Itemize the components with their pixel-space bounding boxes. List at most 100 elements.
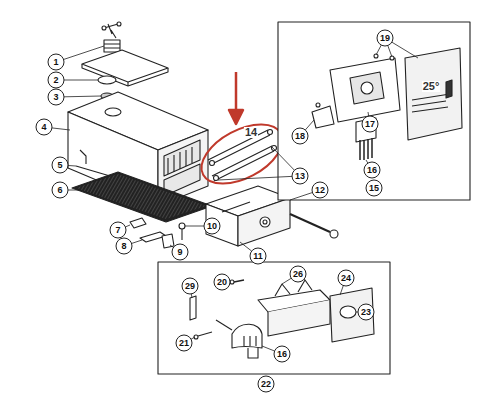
callout-number: 22	[261, 380, 271, 389]
leader-line	[191, 294, 193, 298]
leader-line	[132, 240, 142, 243]
callout-number: 8	[121, 242, 126, 251]
callout-number: 6	[57, 186, 62, 195]
leader-line	[64, 46, 104, 59]
callout-circle	[362, 116, 378, 132]
leader-lines	[52, 42, 418, 351]
callout-circle	[182, 278, 198, 294]
callout-circle	[377, 30, 393, 46]
callout-circle	[274, 346, 290, 362]
callout-circle	[176, 335, 192, 351]
lid-edge	[82, 64, 168, 86]
leader-line	[125, 225, 130, 227]
callout-number: 10	[207, 222, 217, 231]
callout-number: 1	[53, 58, 58, 67]
callout-circle	[172, 244, 188, 260]
spring	[102, 22, 121, 52]
callout-circle	[338, 270, 354, 286]
callout-number: 29	[185, 282, 195, 291]
callout-circle	[358, 304, 374, 320]
callout-number: 4	[41, 123, 46, 132]
inset-frame	[278, 22, 470, 200]
leader-line	[388, 46, 392, 57]
leader-line	[191, 337, 195, 339]
callout-circle	[204, 218, 220, 234]
leader-line	[340, 286, 343, 295]
callout-circle	[292, 128, 308, 144]
callout-number: 9	[177, 248, 182, 257]
switch-box	[206, 186, 290, 246]
callout-number: 13	[295, 172, 305, 181]
screw	[179, 223, 185, 229]
inset-switch	[312, 48, 462, 160]
callout-circle	[312, 182, 328, 198]
callout-circle	[292, 168, 308, 184]
leader-line	[218, 176, 292, 180]
screw-shank	[181, 229, 182, 240]
callout-number: 2	[53, 76, 58, 85]
leader-line	[262, 346, 275, 351]
leader-line	[52, 128, 70, 130]
inset-frame	[158, 262, 390, 374]
tubes	[208, 130, 277, 182]
lid-plate	[82, 50, 168, 82]
callout-circle	[214, 274, 230, 290]
leader-line	[68, 190, 80, 191]
base-plate	[72, 172, 212, 222]
callout-number: 19	[380, 34, 390, 43]
callout-circle	[48, 72, 64, 88]
leader-line	[185, 226, 204, 227]
callout-circle	[48, 89, 64, 105]
bracket	[76, 166, 110, 176]
leader-line	[68, 165, 76, 167]
callout-number: 18	[295, 132, 305, 141]
callout-circle	[52, 157, 68, 173]
callout-circle	[364, 162, 380, 178]
callout-number: 16	[367, 166, 377, 175]
callout-circle	[366, 180, 382, 196]
callout-number: 7	[115, 226, 120, 235]
callout-circle	[36, 119, 52, 135]
callout-number: 24	[341, 274, 351, 283]
base-plate-hatch	[76, 174, 206, 219]
washer	[98, 76, 116, 84]
callout-circle	[52, 182, 68, 198]
callout-number: 15	[369, 184, 379, 193]
callout-number: 3	[53, 93, 58, 102]
callout-circle	[258, 376, 274, 392]
callout-circle	[110, 222, 126, 238]
leader-line	[64, 80, 98, 81]
callout-number: 23	[361, 308, 371, 317]
leader-line	[305, 120, 314, 130]
callout-circle	[290, 266, 306, 282]
callout-circles	[36, 30, 393, 392]
leader-line	[170, 245, 173, 247]
foot	[130, 218, 146, 228]
callout-number: 12	[315, 186, 325, 195]
ring-terminal	[330, 230, 338, 238]
highlight-ring	[192, 112, 292, 196]
leader-line	[64, 96, 101, 98]
leader-line	[240, 242, 252, 251]
cable	[290, 214, 330, 232]
callout-number: 11	[253, 252, 263, 261]
callout-number: 16	[277, 350, 287, 359]
leader-line	[290, 193, 312, 200]
callout-number: 17	[365, 120, 375, 129]
leader-line	[366, 160, 368, 163]
leader-line	[392, 42, 418, 58]
callout-circle	[116, 238, 132, 254]
callout-number: 20	[217, 278, 227, 287]
leader-line	[272, 147, 294, 170]
callout-number: 21	[179, 339, 189, 348]
callout-number: 5	[57, 161, 62, 170]
terminal	[162, 234, 174, 248]
callout-circle	[250, 248, 266, 264]
callout-circle	[48, 54, 64, 70]
leader-line	[376, 45, 381, 55]
callout-number: 26	[293, 270, 303, 279]
plate-marking: 14	[244, 127, 258, 138]
plate-marking: 25°	[422, 81, 441, 92]
